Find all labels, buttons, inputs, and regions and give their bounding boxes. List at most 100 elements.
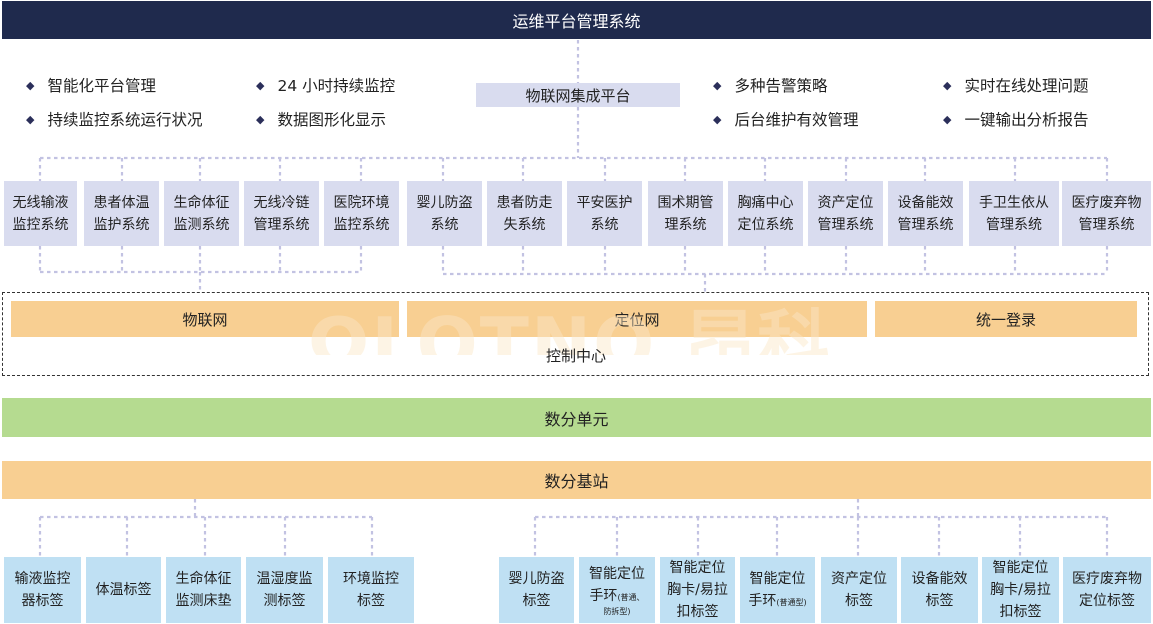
tag-box: 医疗废弃物 定位标签 xyxy=(1063,557,1151,623)
system-box: 胸痛中心定位系统 xyxy=(728,181,803,246)
system-line-1: 设备能效 xyxy=(897,194,954,211)
diamond-bullet-icon: ◆ xyxy=(256,112,265,126)
tag-line-1: 输液监控 xyxy=(14,571,71,587)
tag-line-2: 标签 xyxy=(925,593,954,609)
tag-box: 体温标签 xyxy=(86,557,161,623)
feature-item: ◆ 实时在线处理问题 xyxy=(943,74,1088,96)
data-station-bar: 数分基站 xyxy=(2,461,1151,499)
system-box: 资产定位管理系统 xyxy=(808,181,883,246)
feature-label: 实时在线处理问题 xyxy=(964,77,1089,95)
system-line-2: 管理系统 xyxy=(817,216,874,233)
system-line-2: 系统 xyxy=(430,216,459,233)
tag-line-3-note: 防拆型) xyxy=(603,607,631,616)
tag-line-1: 智能定位 xyxy=(992,560,1049,576)
feature-label: 数据图形化显示 xyxy=(277,111,386,129)
system-line-1: 手卫生依从 xyxy=(979,194,1049,211)
system-line-2: 理系统 xyxy=(664,216,707,233)
tag-line-1: 环境监控 xyxy=(343,571,399,587)
control-center-label: 控制中心 xyxy=(545,347,606,365)
diamond-bullet-icon: ◆ xyxy=(26,78,35,92)
tag-box: 智能定位 手环(普通型) xyxy=(740,557,815,623)
tag-line-3: 扣标签 xyxy=(999,604,1042,620)
feature-item: ◆ 24 小时持续监控 xyxy=(256,74,395,96)
system-box: 患者防走失系统 xyxy=(487,181,562,246)
feature-item: ◆ 多种告警策略 xyxy=(713,74,827,96)
tag-box: 设备能效 标签 xyxy=(901,557,978,623)
tag-box: 资产定位 标签 xyxy=(821,557,897,623)
system-line-1: 胸痛中心 xyxy=(737,194,794,211)
diamond-bullet-icon: ◆ xyxy=(943,78,952,92)
tag-line-1: 温湿度监 xyxy=(256,571,313,587)
system-line-2: 管理系统 xyxy=(253,216,310,233)
tag-line-1: 智能定位 xyxy=(749,571,806,587)
diamond-bullet-icon: ◆ xyxy=(256,78,265,92)
tag-line-1: 智能定位 xyxy=(669,560,726,576)
system-line-1: 无线冷链 xyxy=(253,194,310,211)
tag-box: 生命体征 监测床垫 xyxy=(166,557,241,623)
tag-line-1: 资产定位 xyxy=(831,571,887,587)
tag-line-1: 智能定位 xyxy=(589,566,645,582)
tag-box: 智能定位 手环(普通、 防拆型) xyxy=(579,557,655,623)
tag-box: 环境监控 标签 xyxy=(328,557,414,623)
system-box: 无线输液监控系统 xyxy=(4,181,77,246)
system-line-1: 婴儿防盗 xyxy=(416,194,473,211)
feature-label: 智能化平台管理 xyxy=(47,77,156,95)
system-box: 围术期管理系统 xyxy=(648,181,723,246)
tag-line-1: 生命体征 xyxy=(175,571,232,587)
tag-line-1: 设备能效 xyxy=(911,571,968,587)
system-line-2: 监护系统 xyxy=(93,216,150,233)
tag-line-2: 标签 xyxy=(522,593,551,609)
system-box: 手卫生依从管理系统 xyxy=(969,181,1059,246)
tag-line-2: 胸卡/易拉 xyxy=(990,582,1051,598)
system-box: 无线冷链管理系统 xyxy=(244,181,319,246)
system-line-1: 医疗废弃物 xyxy=(1071,194,1142,211)
feature-label: 持续监控系统运行状况 xyxy=(47,111,203,129)
tag-line-2-main: 手环 xyxy=(589,588,618,604)
tag-line-2: 定位标签 xyxy=(1079,593,1135,609)
feature-item: ◆ 后台维护有效管理 xyxy=(713,108,858,130)
diamond-bullet-icon: ◆ xyxy=(26,112,35,126)
system-line-2: 管理系统 xyxy=(897,216,954,233)
tag-box: 智能定位 胸卡/易拉 扣标签 xyxy=(982,557,1059,623)
tag-line-2: 胸卡/易拉 xyxy=(667,582,728,598)
system-line-2: 失系统 xyxy=(503,216,546,233)
system-line-1: 围术期管 xyxy=(657,194,714,211)
diamond-bullet-icon: ◆ xyxy=(713,112,722,126)
system-box: 婴儿防盗系统 xyxy=(407,181,482,246)
feature-item: ◆ 智能化平台管理 xyxy=(26,74,156,96)
feature-label: 后台维护有效管理 xyxy=(734,111,859,129)
system-box: 平安医护系统 xyxy=(567,181,642,246)
system-box: 生命体征监测系统 xyxy=(164,181,239,246)
feature-item: ◆ 一键输出分析报告 xyxy=(943,108,1088,130)
system-line-1: 平安医护 xyxy=(576,194,633,211)
unified-login-bar: 统一登录 xyxy=(875,301,1137,337)
system-box: 患者体温监护系统 xyxy=(84,181,159,246)
tag-line-2: 标签 xyxy=(357,593,385,609)
tag-line-2: 测标签 xyxy=(263,593,306,609)
tag-box: 婴儿防盗 标签 xyxy=(499,557,574,623)
iot-network-bar: 物联网 xyxy=(11,301,399,337)
system-line-1: 生命体征 xyxy=(173,194,230,211)
system-line-1: 患者体温 xyxy=(93,194,150,211)
tag-line-2: 器标签 xyxy=(21,593,64,609)
system-line-2: 系统 xyxy=(590,216,619,233)
data-unit-bar: 数分单元 xyxy=(2,398,1151,437)
feature-item: ◆ 数据图形化显示 xyxy=(256,108,386,130)
tag-line-2: 标签 xyxy=(845,593,873,609)
system-line-2: 监控系统 xyxy=(333,216,390,233)
tag-line-2-note: (普通型) xyxy=(776,598,807,607)
tag-line-1: 体温标签 xyxy=(95,582,152,598)
system-line-1: 无线输液 xyxy=(12,194,69,211)
control-center-box xyxy=(2,292,1149,376)
tag-line-2-note: (普通、 xyxy=(617,593,645,602)
page-title: 运维平台管理系统 xyxy=(2,1,1151,39)
tag-line-2: 手环(普通、 xyxy=(589,585,644,607)
tag-line-1: 医疗废弃物 xyxy=(1072,571,1142,587)
system-box: 设备能效管理系统 xyxy=(888,181,963,246)
system-line-2: 定位系统 xyxy=(737,216,794,233)
tag-line-2: 监测床垫 xyxy=(175,593,232,609)
tag-line-2: 手环(普通型) xyxy=(748,590,806,612)
iot-platform-label: 物联网集成平台 xyxy=(476,83,680,107)
system-line-1: 患者防走 xyxy=(496,194,553,211)
feature-item: ◆ 持续监控系统运行状况 xyxy=(26,108,202,130)
